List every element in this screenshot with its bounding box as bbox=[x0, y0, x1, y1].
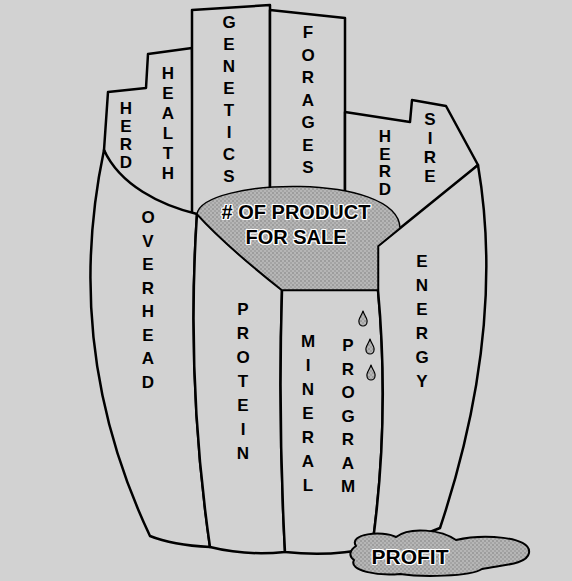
stave-label: ENERGY bbox=[415, 250, 428, 394]
stave-label: FORAGES bbox=[301, 22, 314, 180]
liquid-label: # OF PRODUCT FOR SALE bbox=[211, 200, 381, 250]
stave-label: PROTEIN bbox=[236, 298, 249, 466]
stave-label: SIRE bbox=[424, 110, 436, 186]
leak-drop bbox=[359, 311, 367, 326]
leak-drop bbox=[366, 339, 374, 354]
leak-drop bbox=[367, 365, 375, 380]
shape-outline bbox=[278, 286, 388, 558]
stave-label: HERD bbox=[379, 128, 391, 198]
stave-outline bbox=[281, 290, 383, 554]
stave-label: HEALTH bbox=[162, 64, 174, 184]
stave-label: HERD bbox=[120, 100, 132, 172]
stave-label: OVERHEAD bbox=[141, 206, 154, 394]
puddle-shape bbox=[350, 530, 529, 575]
stave-label: PROGRAM bbox=[341, 334, 355, 499]
profit-puddle: PROFIT bbox=[344, 522, 534, 580]
profit-label: PROFIT bbox=[372, 545, 449, 569]
stave-outline bbox=[90, 150, 210, 547]
stave-label: MINERAL bbox=[301, 330, 315, 498]
stave-label: GENETICS bbox=[222, 12, 235, 188]
liquid-level: # OF PRODUCT FOR SALE bbox=[193, 170, 405, 294]
short-stave: MINERAL PROGRAM bbox=[278, 286, 388, 558]
liquid-shape bbox=[197, 186, 400, 290]
